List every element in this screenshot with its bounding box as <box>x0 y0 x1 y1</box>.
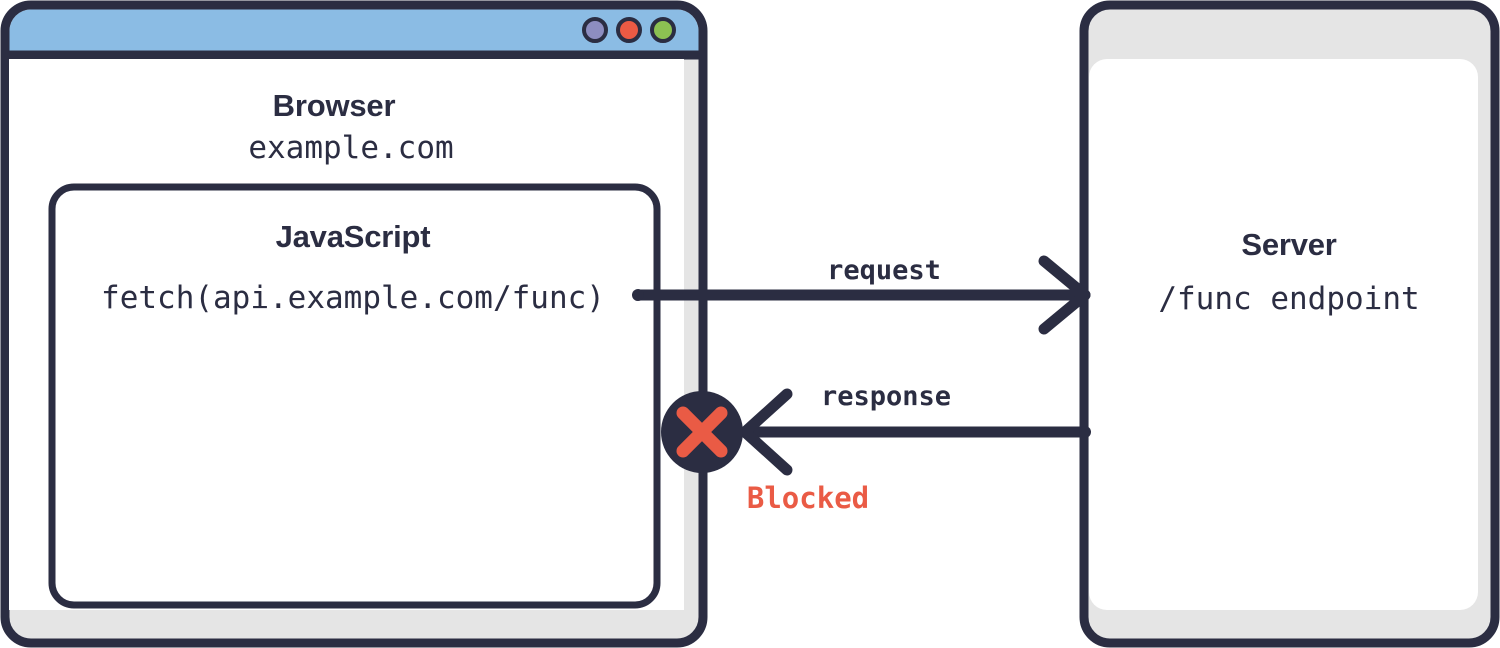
browser-url: example.com <box>248 130 454 166</box>
blocked-label: Blocked <box>746 481 870 515</box>
request-arrow-head-icon <box>1038 255 1091 335</box>
server-box-shell <box>1079 0 1500 648</box>
response-arrow-origin-dot <box>1079 426 1091 438</box>
javascript-box-outline <box>48 183 661 609</box>
blocked-marker-graphic <box>661 391 743 473</box>
response-arrow-label: response <box>820 381 952 412</box>
server-endpoint: /func endpoint <box>1158 281 1420 317</box>
window-dot-purple-icon[interactable] <box>582 17 608 43</box>
window-dot-green-icon[interactable] <box>650 17 676 43</box>
window-dot-red-icon[interactable] <box>616 17 642 43</box>
response-arrow-graphic <box>739 388 1091 476</box>
request-arrow-graphic <box>632 255 1091 335</box>
x-mark-icon-stroke-2 <box>676 406 728 458</box>
javascript-fetch-code: fetch(api.example.com/func) <box>101 280 605 316</box>
request-arrow-label: request <box>827 255 941 286</box>
window-controls[interactable] <box>582 17 676 43</box>
javascript-box-title: JavaScript <box>275 219 431 254</box>
request-arrow-origin-dot <box>632 289 644 301</box>
server-title: Server <box>1241 227 1337 262</box>
browser-titlebar <box>9 9 699 52</box>
browser-title: Browser <box>272 88 396 123</box>
server-content-panel <box>1089 59 1478 610</box>
response-arrow-head-icon <box>739 388 793 476</box>
